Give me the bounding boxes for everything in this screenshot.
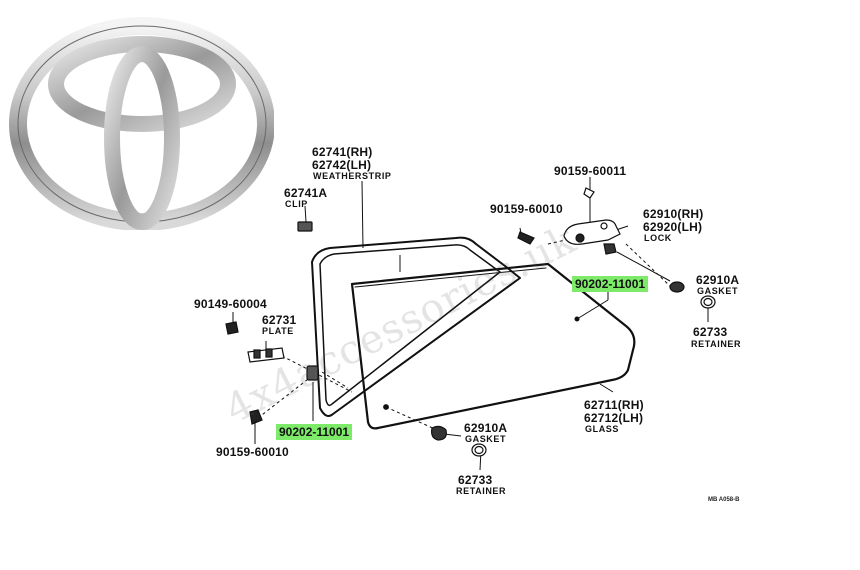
label-weatherstrip-name: WEATHERSTRIP [313,171,392,181]
label-gasket-bottom-name: GASKET [465,434,507,444]
glass-panel [350,262,636,430]
label-weatherstrip-rh: 62741(RH) [312,145,373,159]
label-retainer-right-num: 62733 [693,325,728,339]
label-weatherstrip-lh: 62742(LH) [312,158,372,172]
gasket-bottom-part [431,425,447,441]
label-retainer-right-name: RETAINER [691,339,742,349]
clip-part [297,221,313,232]
label-glass-lh: 62712(LH) [584,411,644,425]
label-lock-name: LOCK [644,233,672,243]
label-glass-rh: 62711(RH) [584,398,644,412]
retainer-bottom-part [471,443,487,457]
label-gasket-bottom-num: 62910A [464,421,508,435]
label-screw-lock: 90159-60010 [490,202,563,216]
label-bolt-left: 90149-60004 [194,297,267,311]
nut-left-part [306,365,319,381]
label-gasket-right-name: GASKET [697,286,739,296]
gasket-right-part [669,281,685,293]
nut-right-part [603,243,617,255]
label-lock-lh: 62920(LH) [643,220,703,234]
screw-lock-part [517,231,535,245]
weatherstrip-inner [319,244,501,407]
label-clip-num: 62741A [284,186,328,200]
label-screw-top: 90159-60011 [554,164,627,178]
label-nut-right-highlighted: 90202-11001 [572,276,649,292]
diagram-ref-code: MB A058-B [708,497,740,503]
weatherstrip-outer [311,236,521,417]
label-lock-rh: 62910(RH) [643,207,704,221]
label-gasket-right-num: 62910A [696,273,740,287]
label-glass-name: GLASS [585,424,620,434]
label-plate-name: PLATE [262,326,294,336]
screw-bottom-part [249,409,263,425]
label-retainer-bottom-num: 62733 [458,473,493,487]
toyota-logo [9,17,274,230]
label-screw-bottom: 90159-60010 [216,445,289,459]
screw-top-part [583,187,595,199]
label-clip-name: CLIP [285,199,308,209]
label-retainer-bottom-name: RETAINER [456,486,507,496]
bolt-left-part [225,321,239,335]
label-nut-left-highlighted: 90202-11001 [276,424,353,440]
label-plate-num: 62731 [262,313,297,327]
retainer-right-part [700,295,716,309]
